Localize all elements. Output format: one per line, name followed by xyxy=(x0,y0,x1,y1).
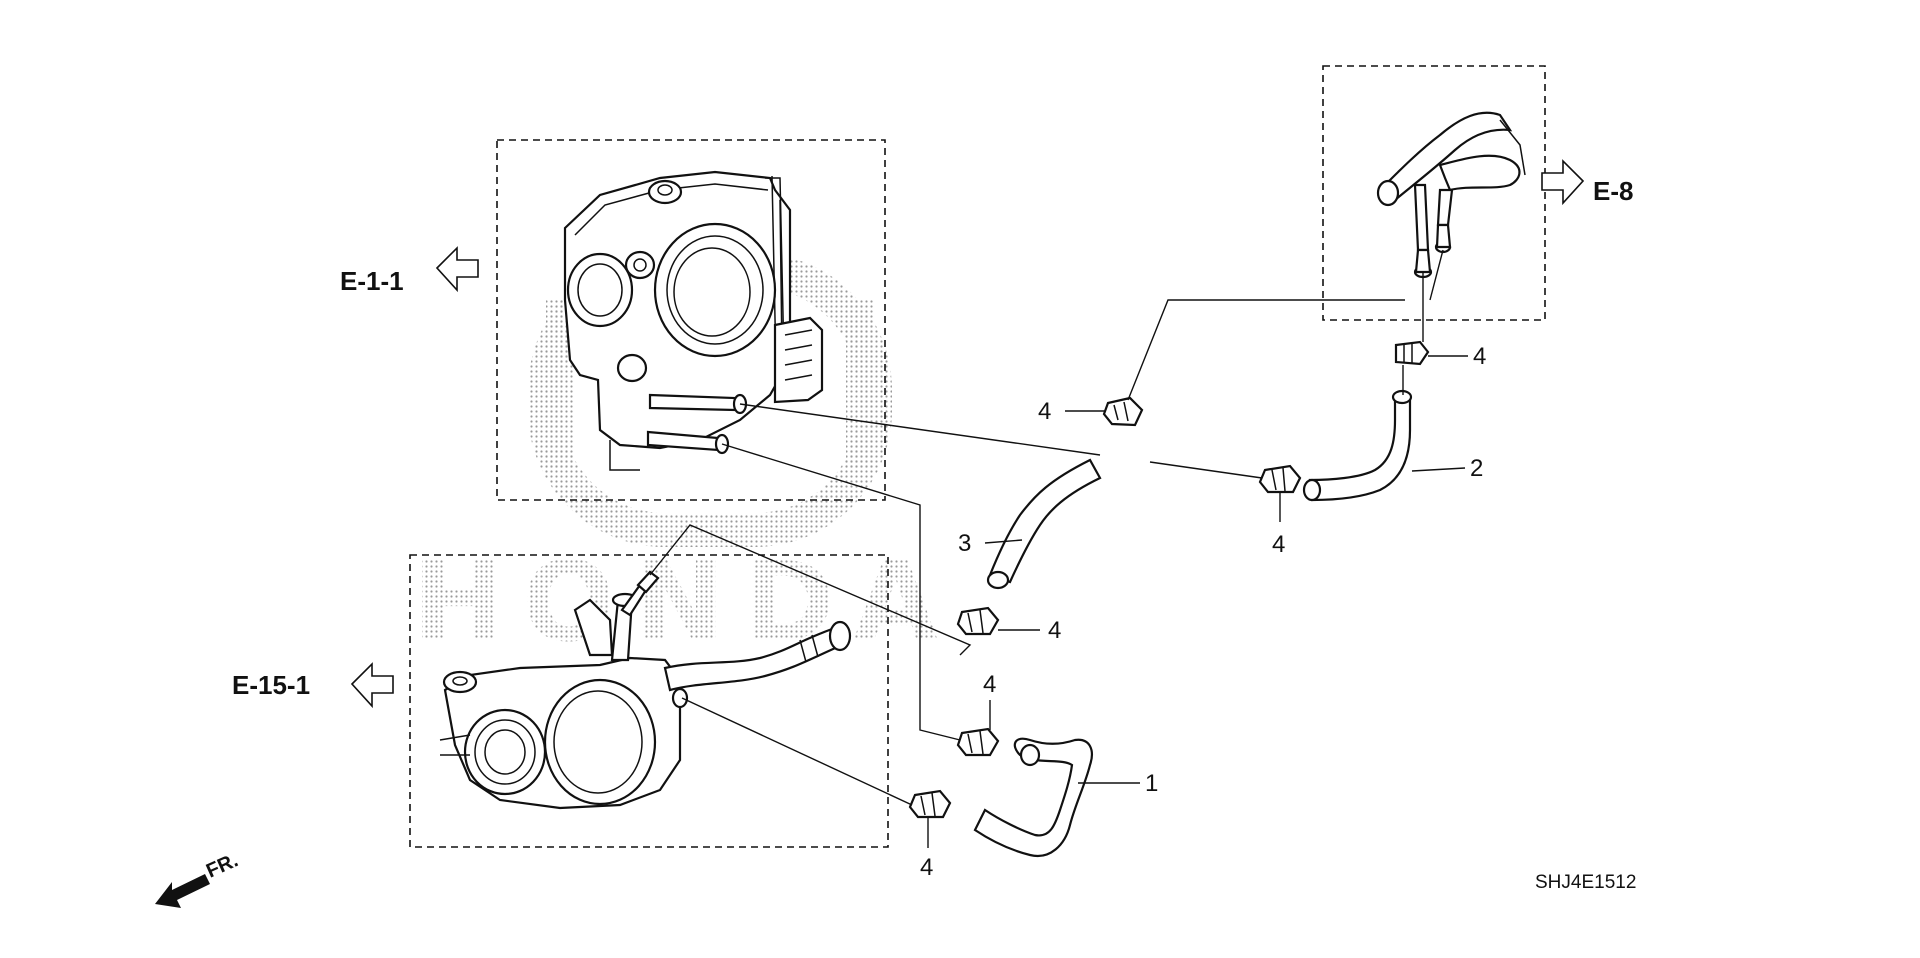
bypass-pipe xyxy=(1376,111,1526,279)
throttle-body-group-box xyxy=(496,139,886,501)
front-arrow-icon xyxy=(155,874,210,908)
ref-arrow-left-icon xyxy=(350,662,394,709)
part-callouts: 4 4 2 4 3 4 4 1 4 xyxy=(920,343,1486,881)
watermark-text: HONDA xyxy=(412,538,956,666)
throttle-body xyxy=(563,170,824,471)
ref-e-1-1[interactable]: E-1-1 xyxy=(340,246,479,296)
front-label: FR. xyxy=(203,849,241,882)
hose-3 xyxy=(988,458,1102,584)
hose-2 xyxy=(1308,393,1412,502)
clamp-a xyxy=(1394,340,1430,366)
ref-arrow-right-icon xyxy=(1541,159,1585,206)
clamp-b xyxy=(1102,396,1144,427)
callout-2: 2 xyxy=(1470,455,1483,482)
thermostat-housing xyxy=(439,570,852,810)
connection-leaders xyxy=(649,249,1444,806)
diagram-code: SHJ4E1512 xyxy=(1535,872,1636,893)
ref-label-e-1-1[interactable]: E-1-1 xyxy=(340,266,404,296)
hose-2-end xyxy=(1391,389,1413,405)
hose-1 xyxy=(973,737,1093,858)
clamp-d xyxy=(956,606,1000,636)
thermostat-housing-group-box xyxy=(409,554,889,848)
clamp-f xyxy=(908,789,952,819)
callout-4-middle: 4 xyxy=(1048,617,1061,644)
callout-4-upper-right: 4 xyxy=(1473,343,1486,370)
clamp-c xyxy=(1258,464,1302,494)
bypass-pipe-group-box xyxy=(1322,65,1546,321)
callout-4-right: 4 xyxy=(1272,531,1285,558)
ref-label-e-15-1[interactable]: E-15-1 xyxy=(232,670,310,700)
hose-3-end xyxy=(986,570,1010,590)
callout-4-lower: 4 xyxy=(920,854,933,881)
hose-1-end xyxy=(1019,743,1041,767)
callout-4-lower-mid: 4 xyxy=(983,671,996,698)
ref-label-e-8[interactable]: E-8 xyxy=(1593,176,1633,206)
ref-arrow-left-icon xyxy=(435,246,479,293)
callout-1: 1 xyxy=(1145,770,1158,797)
ref-e-8[interactable]: E-8 xyxy=(1541,159,1633,206)
callout-4-upper-mid: 4 xyxy=(1038,398,1051,425)
hose-2-end-lower xyxy=(1302,478,1322,502)
clamp-e xyxy=(956,727,1000,757)
front-indicator: FR. xyxy=(155,849,241,908)
callout-3: 3 xyxy=(958,530,971,557)
ref-e-15-1[interactable]: E-15-1 xyxy=(232,662,394,709)
